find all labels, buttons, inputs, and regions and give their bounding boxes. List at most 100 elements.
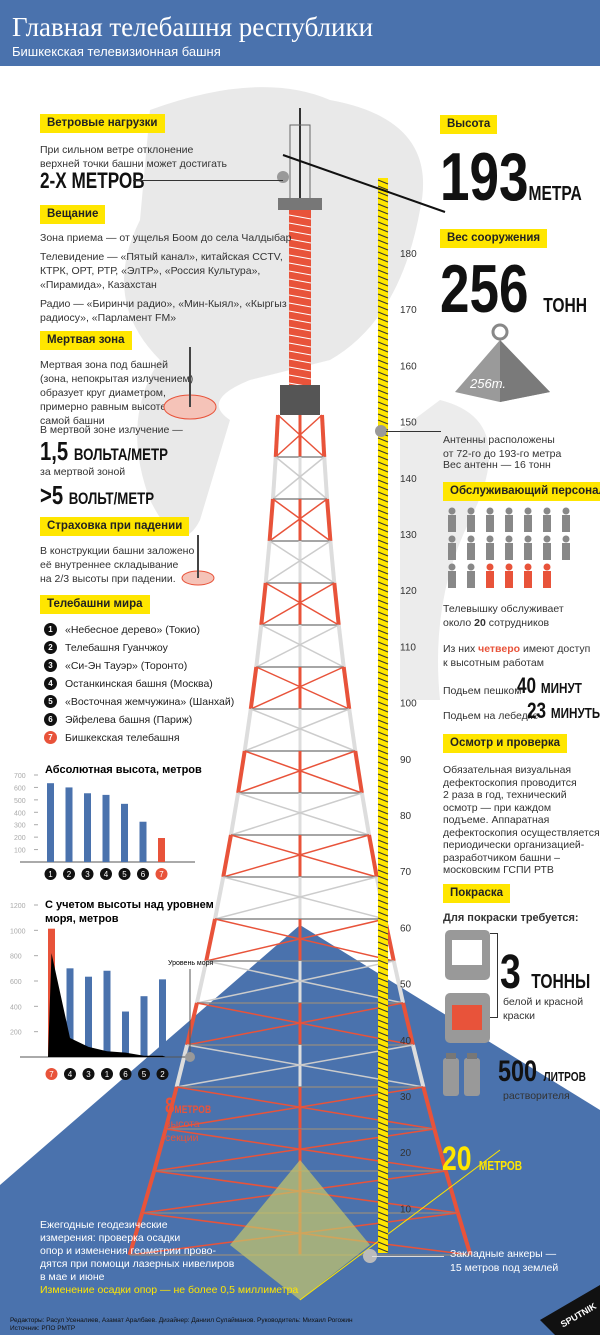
world-tower-item: 1«Небесное дерево» (Токио) [44,623,200,636]
wind-value: 2-Х МЕТРОВ [40,168,145,193]
ruler-tick [377,1211,389,1217]
platform [280,385,320,415]
lattice [288,214,312,220]
ruler-tick [377,1145,389,1151]
sputnik-logo: SPUTNIK [540,1285,600,1335]
body [505,515,513,532]
ruler-tick [377,707,389,713]
antenna-marker [375,425,387,437]
wind-label: Ветровые нагрузки [40,114,165,133]
ruler-tick [377,1187,389,1193]
tower-leg [336,624,346,668]
ruler-tick [377,1043,389,1049]
tower-brace [277,414,325,458]
person-icon [486,535,494,560]
world-tower-item: 5«Восточная жемчужина» (Шанхай) [44,695,234,708]
wind-pointer [133,180,283,181]
section-text: секции [165,1132,199,1144]
dead-zone-value-2: >5 ВОЛЬТ/МЕТР [40,480,154,511]
category-badge [45,1068,58,1080]
ruler-tick [377,545,389,551]
ruler-tick [377,383,389,389]
tower-brace [275,456,328,500]
ruler-tick [377,983,389,989]
ruler-tick [377,761,389,767]
dead-zone-value-1: 1,5 ВОЛЬТА/МЕТР [40,436,168,467]
inspect-text: московским ГСПИ РТВ [443,864,554,876]
ruler-tick [377,779,389,785]
weight-icon: 256т. [455,323,550,402]
person-icon [524,535,532,560]
head [467,563,475,571]
ruler-tick [377,215,389,221]
head [486,507,494,515]
unit: ЛИТРОВ [543,1069,586,1084]
tower-leg [432,1128,448,1172]
tower-name: Телебашня Гуанчжоу [65,641,168,654]
solvent-value: 500 ЛИТРОВ [498,1055,586,1089]
tower-leg [242,708,253,752]
ruler-tick [377,653,389,659]
tower-leg [391,960,406,1004]
tower-leg [455,1212,473,1256]
ruler-tick [377,491,389,497]
ruler-tick [377,209,389,215]
lattice [288,246,312,252]
unit: МЕТРОВ [174,1104,212,1116]
value: 20 [442,1140,472,1178]
value: 23 [527,698,547,723]
y-tick-label: 200 [14,835,26,842]
inspect-text: дефектоскопия осуществляется [443,826,600,839]
dead-zone-out-text: за мертвой зоной [40,466,126,478]
tower-brace [214,918,394,962]
antennas-weight: Вес антенн — 16 тонн [443,457,551,471]
lattice [288,342,312,348]
tower-leg [341,666,352,710]
geodesy-text: в мае и июне [40,1271,105,1283]
head [448,563,456,571]
ruler-tick [377,1091,389,1097]
staff-text: около 20 сотрудников [443,616,549,630]
category-label: 5 [142,1070,147,1079]
body [524,515,532,532]
head [543,535,551,543]
tower-brace [196,960,394,1004]
platform [278,198,322,210]
ruler-tick [377,1121,389,1127]
ruler-tick [377,1001,389,1007]
ruler-tick [377,755,389,761]
head [505,507,513,515]
ruler-tick [377,1151,389,1157]
t: имеют доступ [520,643,591,655]
source: Источник: РПО РМТР [10,1325,76,1332]
ruler-tick [377,905,389,911]
antennas-text: от 72-го до 193-го метра [443,448,562,460]
sea-level-marker [185,1052,195,1062]
geodesy-text: дятся при помощи лазерных нивелиров [40,1258,235,1270]
tower-leg [163,1086,179,1130]
category-badge [82,1068,95,1080]
value: 3 [500,946,521,999]
person-icon [543,535,551,560]
ruler-tick [377,797,389,803]
ruler-tick [377,1061,389,1067]
ruler-tick [377,443,389,449]
ruler-tick [377,593,389,599]
tower-brace [255,624,340,668]
settlement-text: Изменение осадки опор — не более 0,5 мил… [40,1284,299,1296]
tower-leg [259,582,268,626]
head [505,563,513,571]
person-icon [448,563,456,588]
inspect-text: 2 раза в год, технический [443,789,567,801]
ruler-tick [377,767,389,773]
ruler-tick [377,401,389,407]
tower-leg [185,1002,199,1046]
head [505,535,513,543]
ruler-tick [377,1229,389,1235]
broadcast-tv-1: Телевидение — «Пятый канал», китайская C… [40,251,283,263]
person-icon [486,563,494,588]
ruler-label: 160 [400,361,417,372]
ruler-tick [377,1103,389,1109]
ruler-tick [377,977,389,983]
